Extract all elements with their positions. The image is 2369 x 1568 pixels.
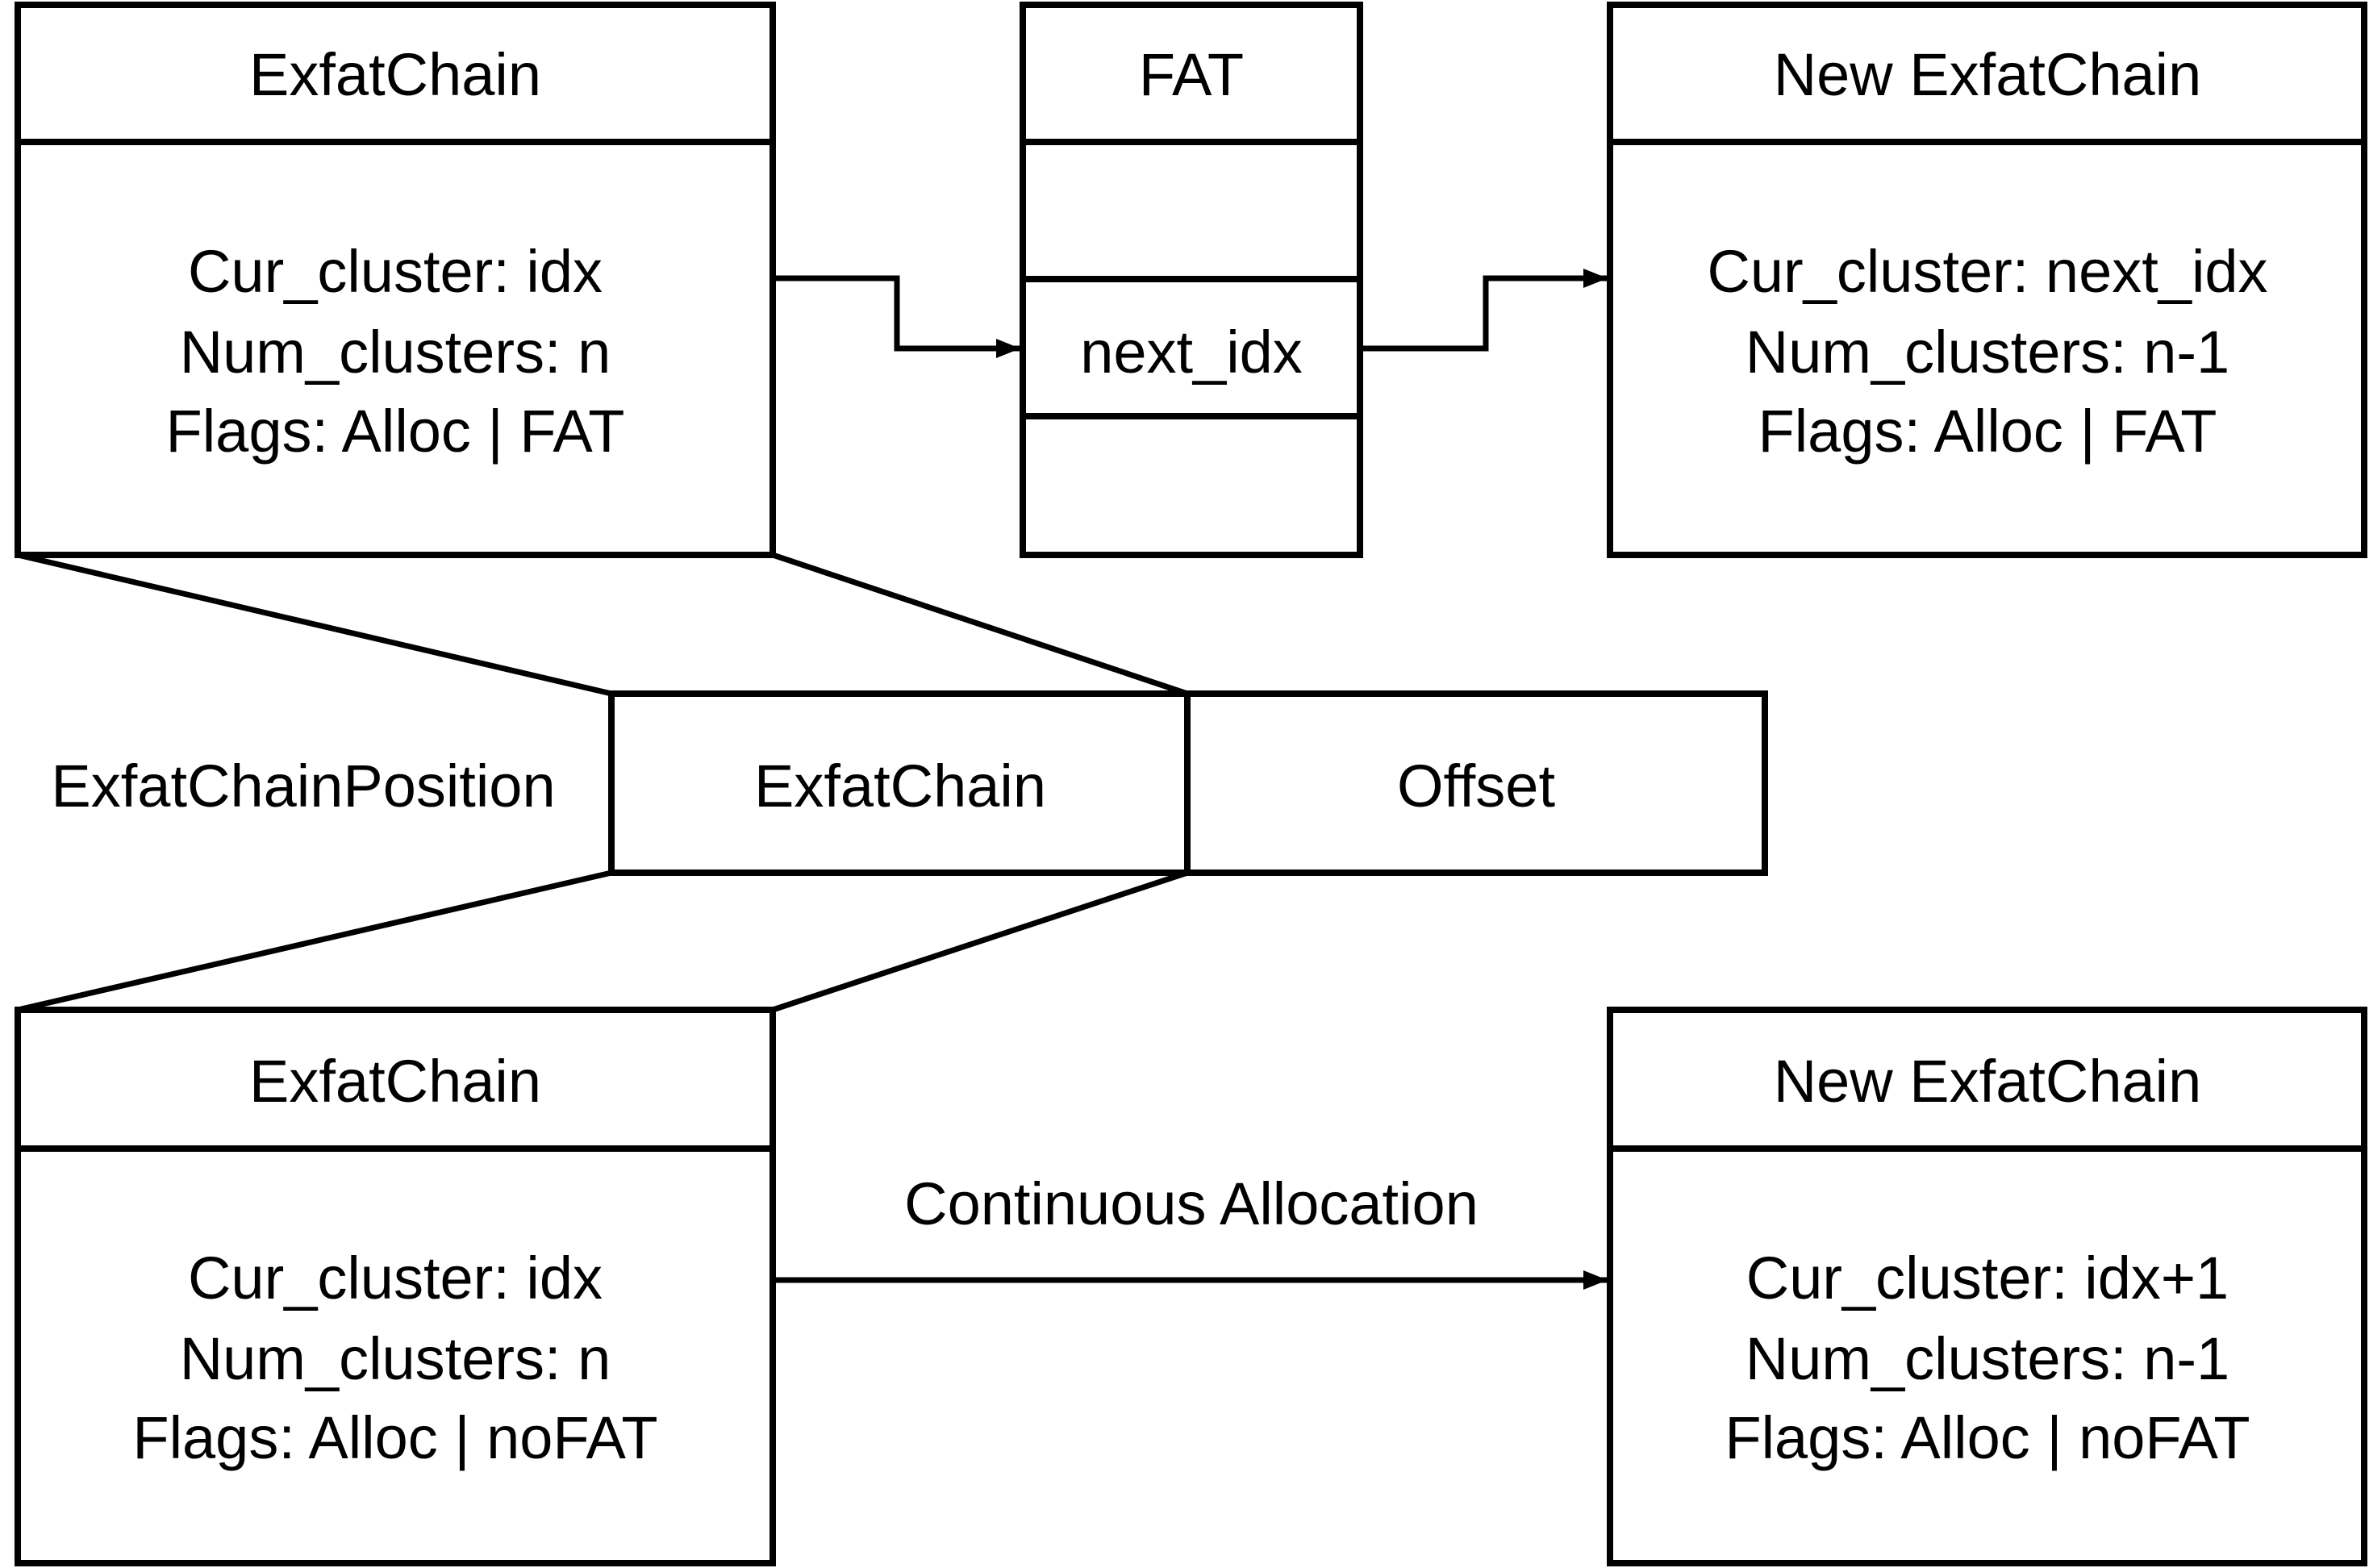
top-chain-box-title: ExfatChain <box>249 41 541 108</box>
bottom-new-chain-cur-cluster: Cur_cluster: idx+1 <box>1746 1245 2229 1312</box>
top-new-chain-box-title: New ExfatChain <box>1774 41 2202 108</box>
zoom-line-bottom-right <box>771 869 1189 1013</box>
top-chain-num-clusters: Num_clusters: n <box>180 319 611 386</box>
zoom-line-top-left <box>17 552 612 697</box>
position-label: ExfatChainPosition <box>51 753 555 819</box>
top-new-chain-cur-cluster: Cur_cluster: next_idx <box>1707 238 2267 305</box>
fat-table: FAT next_idx <box>1020 2 1363 558</box>
bottom-new-chain-box-border <box>1607 1007 2367 1566</box>
bottom-chain-flags: Flags: Alloc | noFAT <box>132 1404 657 1471</box>
top-new-chain-num-clusters: Num_clusters: n-1 <box>1745 319 2229 386</box>
bottom-exfat-chain-box: ExfatChain Cur_cluster: idx Num_clusters… <box>15 1007 776 1566</box>
position-field-offset-box <box>1184 690 1768 876</box>
top-chain-flags: Flags: Alloc | FAT <box>166 398 625 465</box>
top-new-chain-flags: Flags: Alloc | FAT <box>1758 398 2217 465</box>
fat-table-entry: next_idx <box>1080 319 1303 386</box>
bottom-new-chain-num-clusters: Num_clusters: n-1 <box>1745 1325 2229 1392</box>
bottom-chain-num-clusters: Num_clusters: n <box>180 1325 611 1392</box>
zoom-line-top-right <box>771 552 1189 697</box>
bottom-chain-box-border <box>15 1007 776 1566</box>
fat-table-title: FAT <box>1139 41 1244 108</box>
bottom-new-chain-flags: Flags: Alloc | noFAT <box>1725 1404 2250 1471</box>
position-struct: ExfatChain Offset <box>608 690 1768 876</box>
continuous-allocation-label: Continuous Allocation <box>904 1170 1479 1237</box>
top-new-chain-box-border <box>1607 2 2367 558</box>
bottom-new-chain-box-title: New ExfatChain <box>1774 1048 2202 1115</box>
bottom-chain-cur-cluster: Cur_cluster: idx <box>188 1245 603 1312</box>
bottom-chain-box-title: ExfatChain <box>249 1048 541 1115</box>
top-chain-cur-cluster: Cur_cluster: idx <box>188 238 603 305</box>
position-field-offset: Offset <box>1397 753 1555 819</box>
top-new-exfat-chain-box: New ExfatChain Cur_cluster: next_idx Num… <box>1607 2 2367 558</box>
arrow-fat-to-new-chain <box>1360 269 1608 352</box>
position-field-chain: ExfatChain <box>754 753 1046 819</box>
arrow-chain-to-fat <box>773 275 1020 358</box>
bottom-new-exfat-chain-box: New ExfatChain Cur_cluster: idx+1 Num_cl… <box>1607 1007 2367 1566</box>
top-exfat-chain-box: ExfatChain Cur_cluster: idx Num_clusters… <box>15 2 776 558</box>
zoom-line-bottom-left <box>17 869 612 1013</box>
